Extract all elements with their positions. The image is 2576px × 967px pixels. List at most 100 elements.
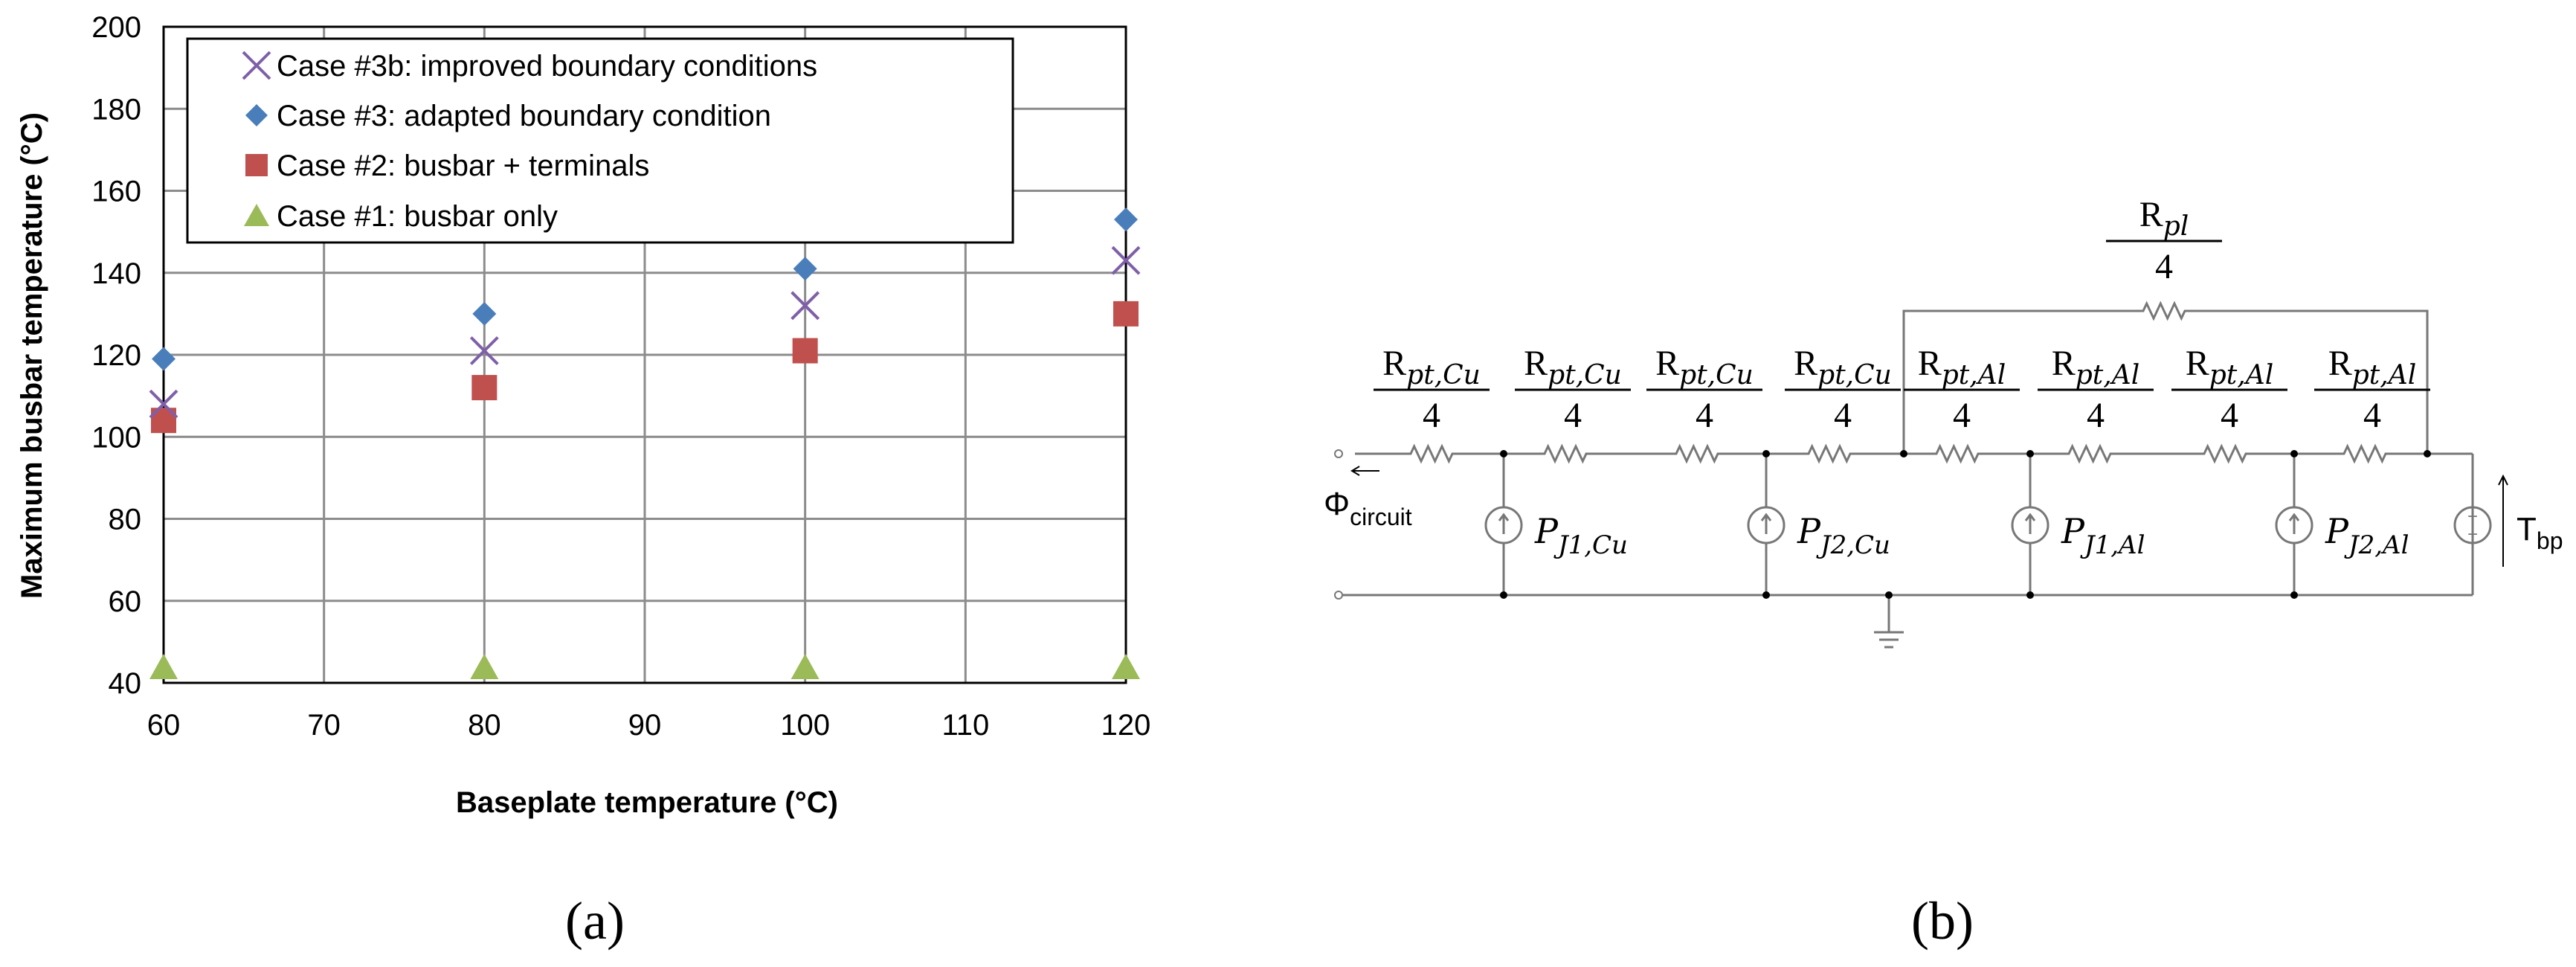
y-tick-label: 160 — [91, 176, 141, 208]
junction-node — [1762, 591, 1770, 599]
source-label: PJ1,Al — [2061, 511, 2145, 560]
parallel-resistor — [1902, 301, 2429, 454]
legend-item: Case #3: adapted boundary condition — [245, 100, 771, 132]
y-tick-label: 80 — [109, 504, 142, 536]
x-tick-label: 80 — [468, 709, 501, 742]
current-source — [2275, 454, 2313, 595]
resistor — [2030, 443, 2168, 464]
resistor — [1766, 443, 1904, 464]
x-tick-label: 100 — [780, 709, 830, 742]
svg-text:+: + — [2467, 507, 2478, 527]
legend-item: Case #1: busbar only — [244, 200, 558, 233]
data-point-triangle — [149, 653, 178, 679]
terminal — [1334, 591, 1343, 600]
data-point-x — [1111, 245, 1141, 275]
legend-marker-square — [245, 154, 268, 176]
legend-marker-diamond — [245, 104, 268, 126]
junction-node — [2026, 450, 2034, 457]
data-point-x — [790, 291, 820, 321]
source-label: PJ1,Cu — [1534, 511, 1628, 560]
resistor — [1636, 443, 1766, 464]
junction-node — [1885, 591, 1893, 599]
data-point-diamond — [472, 301, 497, 326]
svg-text:4: 4 — [1564, 396, 1582, 435]
legend-marker-triangle — [244, 204, 269, 226]
baseplate-temperature-label: Tbp — [2498, 474, 2563, 567]
svg-text:4: 4 — [2363, 396, 2381, 435]
svg-text:4: 4 — [2087, 396, 2105, 435]
panel-label-b: (b) — [1911, 891, 1974, 951]
x-tick-label: 70 — [307, 709, 341, 742]
svg-text:4: 4 — [1423, 396, 1440, 435]
legend-label: Case #3b: improved boundary conditions — [277, 50, 817, 83]
x-tick-label: 90 — [628, 709, 662, 742]
junction-node — [2026, 591, 2034, 599]
data-point-triangle — [1112, 653, 1140, 679]
ground-symbol — [1874, 595, 1904, 649]
x-tick-label: 60 — [147, 709, 181, 742]
legend-item: Case #3b: improved boundary conditions — [242, 50, 817, 83]
y-tick-label: 40 — [109, 667, 142, 700]
svg-text:Rpt,Cu: Rpt,Cu — [1524, 344, 1622, 391]
svg-text:Rpt,Al: Rpt,Al — [2186, 344, 2273, 391]
junction-node — [1500, 450, 1507, 457]
resistor — [1355, 443, 1504, 464]
y-tick-label: 120 — [91, 339, 141, 372]
data-point-x — [469, 336, 499, 365]
terminal — [1334, 449, 1343, 458]
resistor-label: Rpt,Al4 — [2314, 344, 2430, 435]
data-point-square — [792, 338, 818, 364]
y-tick-label: 180 — [91, 93, 141, 126]
data-point-diamond — [793, 257, 817, 281]
junction-node — [1500, 591, 1507, 599]
circuit-resistors — [1355, 301, 2429, 464]
svg-text:4: 4 — [1953, 396, 1971, 435]
data-point-triangle — [790, 653, 820, 679]
resistor — [1504, 443, 1636, 464]
circuit-sources: +− — [1484, 454, 2492, 595]
legend-marker-x — [242, 51, 271, 80]
svg-text:Rpt,Cu: Rpt,Cu — [1655, 344, 1754, 391]
svg-text:−: − — [2467, 524, 2478, 544]
y-tick-label: 140 — [91, 257, 141, 290]
circuit-wires — [1334, 449, 2474, 649]
svg-text:Rpl: Rpl — [2139, 195, 2189, 242]
y-tick-label: 60 — [109, 585, 142, 618]
data-point-square — [471, 375, 498, 401]
legend-label: Case #1: busbar only — [277, 200, 558, 233]
resistor — [1904, 443, 2030, 464]
current-source — [2011, 454, 2049, 595]
resistor-label: Rpt,Al 4 — [2171, 344, 2287, 435]
data-point-x — [149, 389, 178, 419]
legend: Case #3b: improved boundary conditions C… — [186, 37, 1014, 244]
resistor-label: Rpt,Al4 — [1904, 344, 2020, 435]
legend-box — [186, 37, 1014, 244]
resistor-label: Rpt,Cu4 — [1646, 344, 1762, 435]
x-tick-label: 120 — [1101, 709, 1151, 742]
junction-node — [2424, 450, 2431, 457]
panel-label-a: (a) — [565, 891, 625, 951]
data-point-square — [1113, 301, 1139, 327]
current-source — [1484, 454, 1523, 595]
x-tick-label: 110 — [941, 709, 989, 742]
voltage-source: +− — [2453, 506, 2492, 544]
resistor — [2168, 443, 2294, 464]
x-tick-labels: 60 70 80 90 100 110 120 — [147, 709, 1151, 742]
svg-text:Φcircuit: Φcircuit — [1324, 486, 1412, 530]
svg-text:Rpt,Cu: Rpt,Cu — [1794, 344, 1892, 391]
flux-label: Φcircuit — [1324, 466, 1412, 530]
data-point-triangle — [470, 653, 499, 679]
x-axis-title: Baseplate temperature (°C) — [456, 786, 838, 819]
legend-item: Case #2: busbar + terminals — [245, 150, 649, 182]
data-point-diamond — [152, 347, 176, 371]
resistor — [2294, 443, 2427, 464]
svg-text:4: 4 — [2221, 396, 2238, 435]
junction-node — [2290, 450, 2298, 457]
legend-label: Case #2: busbar + terminals — [277, 150, 649, 182]
legend-label: Case #3: adapted boundary condition — [277, 100, 771, 132]
y-axis-title: Maximum busbar temperature (°C) — [16, 112, 48, 599]
